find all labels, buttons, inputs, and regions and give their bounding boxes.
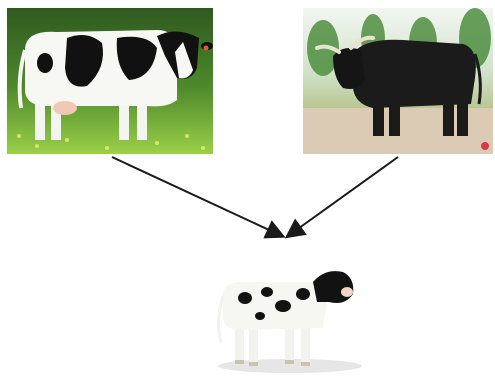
arrow-from-bull xyxy=(288,157,398,236)
watermark-icon xyxy=(481,142,489,150)
arrow-from-cow xyxy=(112,157,282,236)
holstein-cow-photo xyxy=(7,8,213,154)
calf-figure xyxy=(205,262,375,374)
black-bull-photo xyxy=(303,8,493,154)
calf-body xyxy=(218,271,353,366)
